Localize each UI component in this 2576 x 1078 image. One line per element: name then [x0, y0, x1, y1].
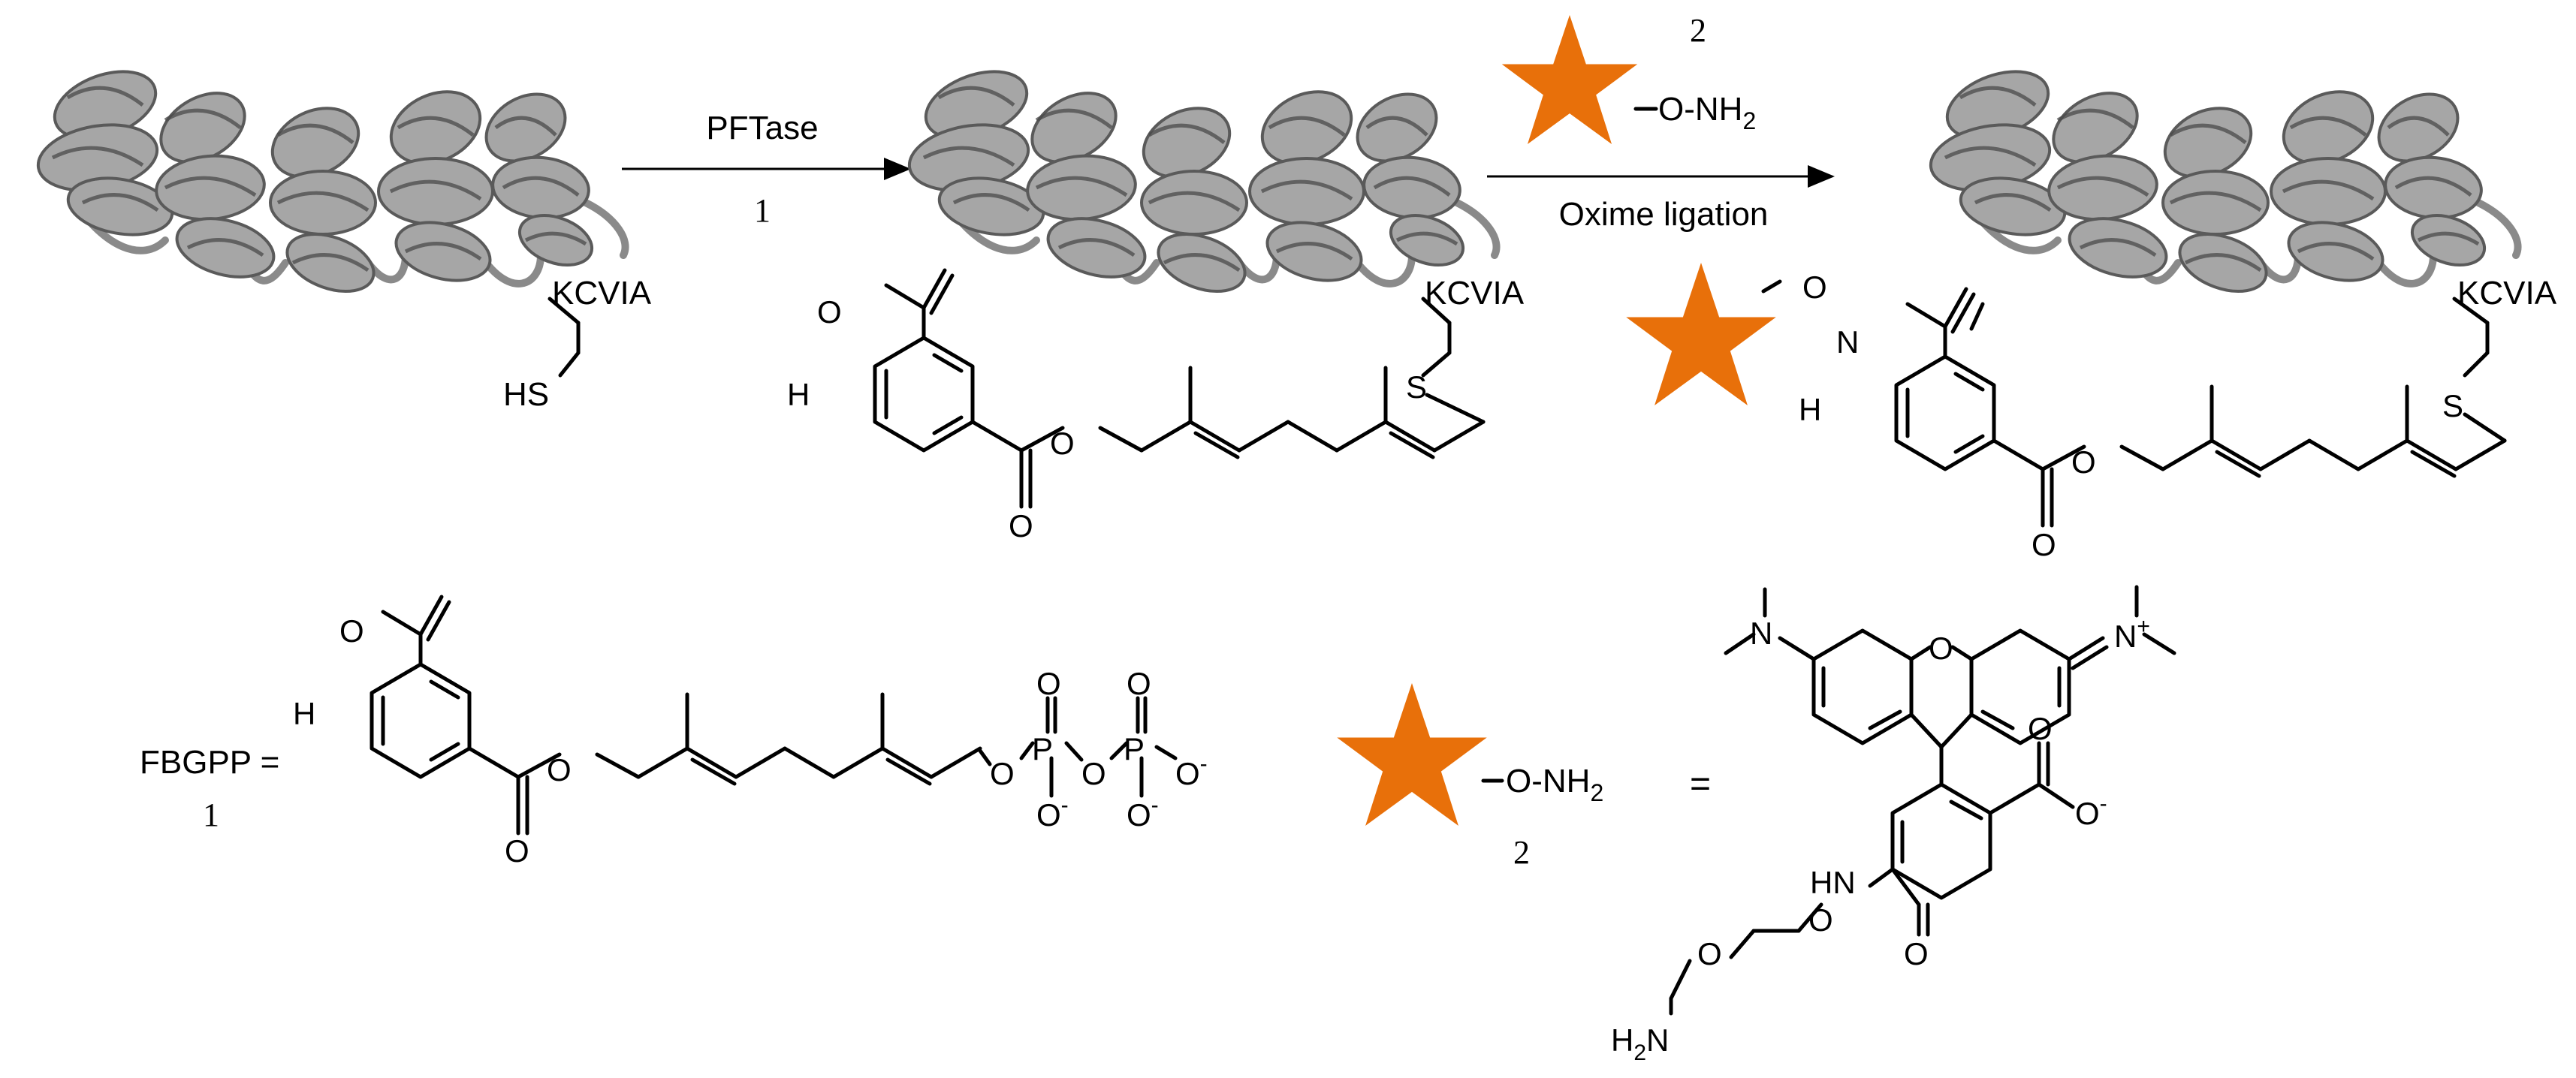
fbgpp-number: 1: [203, 796, 219, 833]
prenyl-chain-1: [875, 270, 1486, 507]
step2-aminooxy: O-NH2: [1658, 91, 1756, 134]
oxime-n: N: [1836, 324, 1859, 360]
step1-reagent: PFTase: [706, 110, 818, 146]
carbonyl-o-1: O: [1009, 508, 1033, 544]
dye-n-right: N+: [2114, 614, 2150, 654]
thiol-linker-1: [547, 297, 581, 378]
phosphate-o6: O-: [1127, 793, 1159, 833]
dye-structure: [1669, 585, 2176, 1016]
phosphate-o5: O: [1127, 666, 1151, 701]
dye-amide-nh: HN: [1810, 865, 1856, 900]
diphosphate-bonds: [978, 696, 1178, 798]
ester-o-2: O: [2071, 444, 2096, 480]
carbonyl-o-2: O: [2032, 527, 2056, 562]
orange-star-fluorophore-icon-1: [1501, 14, 1638, 144]
phosphate-o1: O: [990, 756, 1015, 791]
fbgpp-ester-o: O: [547, 752, 572, 787]
phosphate-o2: O: [1036, 666, 1061, 701]
step2-reagent-number: 2: [1690, 12, 1706, 49]
dye-o-bridge: O: [1929, 631, 1953, 666]
orange-star-fluorophore-icon-2: [1626, 263, 1776, 406]
fbgpp-carbonyl-o: O: [505, 833, 529, 869]
thiol-label: HS: [503, 376, 549, 413]
protein-ribbon-icon-3: [1926, 59, 2518, 302]
phosphate-o3: O-: [1036, 793, 1069, 833]
dye-ether-o2: O: [1697, 936, 1722, 971]
step1-number: 1: [754, 192, 771, 229]
aldehyde-o-1: O: [817, 294, 842, 330]
prenyl-linker-3: [2452, 297, 2490, 378]
fbgpp-label: FBGPP =: [140, 744, 279, 781]
dye-n-left: N: [1750, 616, 1772, 651]
ester-o-1: O: [1050, 426, 1075, 461]
dye-terminal-amine: H2N: [1611, 1022, 1669, 1065]
phosphorus-1: P: [1032, 731, 1053, 766]
protein-ribbon-icon-1: [33, 59, 626, 302]
peptide-label-3: KCVIA: [2457, 275, 2557, 312]
sulfur-2: S: [2442, 388, 2463, 423]
probe-aminooxy: O-NH2: [1506, 763, 1603, 806]
sulfur-1: S: [1406, 369, 1427, 405]
fbgpp-chain: [372, 597, 980, 833]
phosphate-o7: O-: [1175, 751, 1208, 791]
oxime-o: O: [1802, 270, 1827, 305]
phosphate-o4: O: [1081, 756, 1106, 791]
peptide-label-2: KCVIA: [1425, 275, 1525, 312]
phosphorus-2: P: [1124, 731, 1145, 766]
probe-number: 2: [1513, 834, 1530, 871]
oxime-h: H: [1799, 392, 1821, 427]
dye-carboxyl-o2: O-: [2075, 791, 2107, 831]
prenyl-linker-2: [1421, 297, 1452, 378]
dye-carboxyl-o1: O: [2028, 711, 2053, 746]
aldehyde-h-1: H: [787, 377, 810, 412]
dye-ether-o1: O: [1808, 902, 1833, 938]
step2-label: Oxime ligation: [1559, 196, 1769, 233]
protein-ribbon-icon-2: [904, 59, 1497, 302]
probe-equals: =: [1690, 764, 1711, 804]
peptide-label-1: KCVIA: [552, 275, 652, 312]
orange-star-fluorophore-icon-3: [1337, 683, 1487, 827]
prenyl-chain-2: [1761, 279, 2507, 525]
dye-amide-o: O: [1904, 936, 1929, 971]
fbgpp-aldehyde-o: O: [339, 613, 364, 649]
fbgpp-aldehyde-h: H: [293, 696, 315, 731]
